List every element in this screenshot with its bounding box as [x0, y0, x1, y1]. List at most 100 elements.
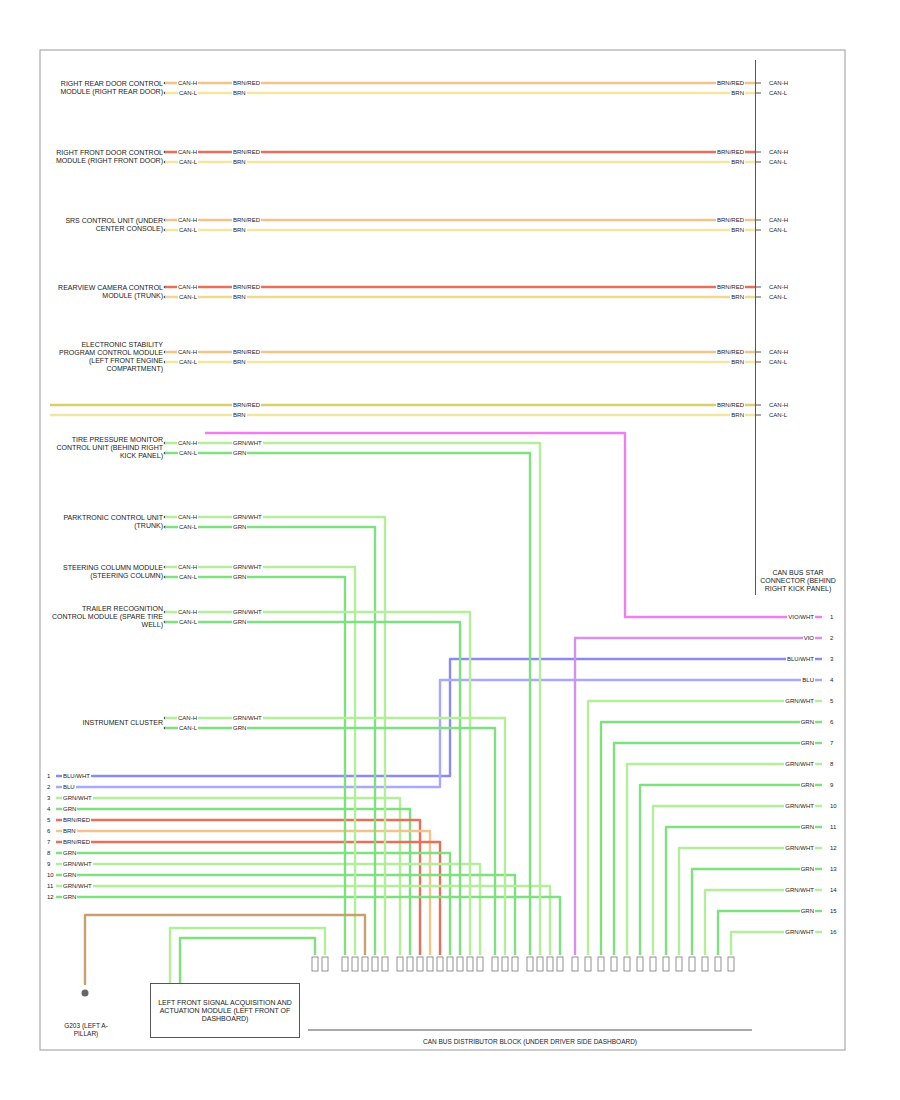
wire: [165, 92, 755, 94]
node-label: PARKTRONIC CONTROL UNIT (TRUNK): [47, 514, 163, 530]
wire: [640, 785, 822, 955]
connector-pin: [512, 957, 518, 971]
wire: [627, 764, 822, 955]
wire: [165, 361, 755, 363]
signal-label: CAN-L: [768, 359, 788, 366]
wire: [614, 743, 822, 955]
wire-connector: [165, 567, 355, 955]
signal-label: GRN/WHT: [784, 803, 815, 810]
signal-label: BRN/RED: [716, 80, 745, 87]
signal-label: CAN-L: [178, 359, 198, 366]
wire: [205, 433, 822, 617]
signal-label: GRN: [232, 619, 247, 626]
wire: [165, 517, 385, 955]
signal-label: GRN/WHT: [232, 564, 263, 571]
signal-label: CAN-L: [768, 90, 788, 97]
signal-label: BRN: [232, 90, 247, 97]
signal-label: GRN: [62, 806, 77, 813]
connector-pin: [352, 957, 358, 971]
wire: [50, 404, 755, 406]
signal-label: 6: [829, 719, 834, 726]
connector-pin: [728, 957, 734, 971]
signal-label: BRN/RED: [716, 217, 745, 224]
signal-label: BRN: [730, 227, 745, 234]
signal-label: 16: [829, 929, 838, 936]
node-label: SRS CONTROL UNIT (UNDER CENTER CONSOLE): [47, 217, 163, 233]
node-label: ELECTRONIC STABILITY PROGRAM CONTROL MOD…: [47, 341, 163, 373]
signal-label: GRN: [800, 824, 815, 831]
connector-pin: [397, 957, 403, 971]
wire: [601, 722, 822, 955]
signal-label: 10: [829, 803, 838, 810]
node-label: TRAILER RECOGNITION CONTROL MODULE (SPAR…: [47, 605, 163, 629]
signal-label: CAN-H: [768, 284, 789, 291]
connector-pin: [715, 957, 721, 971]
signal-label: CAN-H: [768, 217, 789, 224]
connector-pin: [467, 957, 473, 971]
signal-label: GRN/WHT: [232, 715, 263, 722]
signal-label: GRN: [232, 574, 247, 581]
signal-label: 12: [46, 894, 55, 901]
control-module: STEERING COLUMN MODULE (STEERING COLUMN): [45, 563, 165, 581]
signal-label: 3: [46, 795, 51, 802]
wire: [165, 622, 460, 955]
connector-pin: [447, 957, 453, 971]
signal-label: GRN: [232, 450, 247, 457]
signal-label: BRN/RED: [232, 149, 261, 156]
signal-label: GRN/WHT: [784, 845, 815, 852]
wire: [85, 915, 365, 985]
connector-pin: [527, 957, 533, 971]
signal-label: BRN: [730, 90, 745, 97]
signal-label: CAN-H: [177, 149, 198, 156]
signal-label: GRN: [800, 866, 815, 873]
node-label: STEERING COLUMN MODULE (STEERING COLUMN): [47, 564, 163, 580]
wire: [56, 798, 400, 955]
signal-label: BRN/RED: [62, 839, 91, 846]
signal-label: GRN/WHT: [784, 761, 815, 768]
connector-pin: [676, 957, 682, 971]
signal-label: BRN/RED: [232, 349, 261, 356]
signal-label: CAN-L: [768, 412, 788, 419]
signal-label: VIO: [803, 635, 815, 642]
signal-label: 8: [829, 761, 834, 768]
node-label: TIRE PRESSURE MONITOR CONTROL UNIT (BEHI…: [47, 436, 163, 460]
signal-label: CAN-H: [177, 514, 198, 521]
signal-label: CAN-H: [177, 564, 198, 571]
signal-label: CAN-L: [178, 450, 198, 457]
wire: [170, 928, 325, 983]
star-connector: CAN BUS STAR CONNECTOR (BEHIND RIGHT KIC…: [755, 60, 840, 595]
connector-pin: [624, 957, 630, 971]
signal-label: CAN-H: [768, 402, 789, 409]
signal-label: CAN-H: [177, 217, 198, 224]
signal-label: CAN-H: [768, 149, 789, 156]
signal-label: GRN: [62, 850, 77, 857]
signal-label: BRN: [62, 828, 77, 835]
wire: [575, 638, 822, 955]
control-module: SRS CONTROL UNIT (UNDER CENTER CONSOLE): [45, 216, 165, 234]
connector-pin: [611, 957, 617, 971]
connector-pin: [477, 957, 483, 971]
connector-pin: [407, 957, 413, 971]
signal-label: BRN: [232, 294, 247, 301]
signal-label: GRN: [800, 782, 815, 789]
signal-label: CAN-L: [178, 524, 198, 531]
signal-label: 11: [829, 824, 837, 831]
wire: [165, 296, 755, 298]
connector-pin: [650, 957, 656, 971]
connector-pin: [437, 957, 443, 971]
signal-label: GRN/WHT: [232, 609, 263, 616]
connector-pin: [547, 957, 553, 971]
wire: [56, 853, 450, 955]
wire: [165, 453, 530, 955]
connector-pin: [322, 957, 328, 971]
signal-label: GRN: [800, 908, 815, 915]
signal-label: 12: [829, 845, 838, 852]
connector-pin: [312, 957, 318, 971]
connector-pin: [427, 957, 433, 971]
node-label: CAN BUS STAR CONNECTOR (BEHIND RIGHT KIC…: [760, 569, 836, 593]
wire-connector: [165, 443, 540, 955]
connector-pin: [572, 957, 578, 971]
